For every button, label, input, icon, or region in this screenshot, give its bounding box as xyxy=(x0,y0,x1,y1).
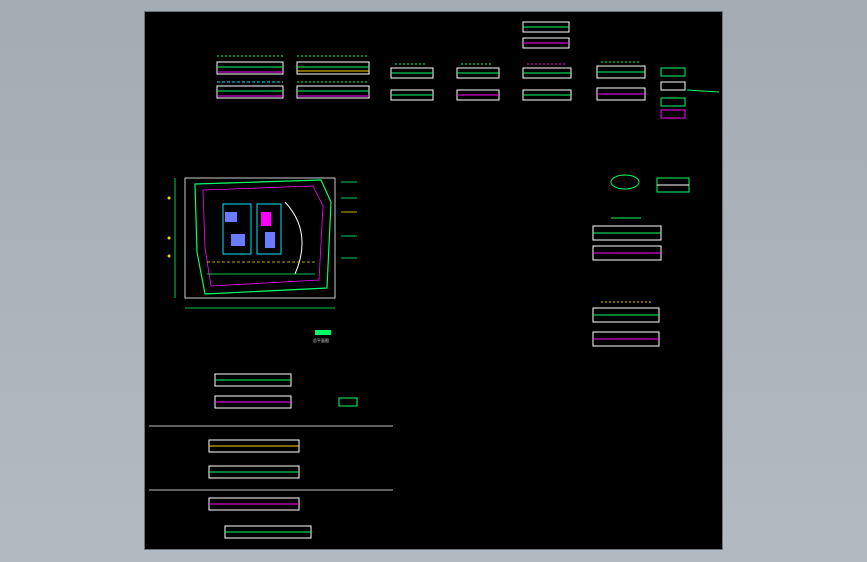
section-group-3[interactable] xyxy=(208,497,312,539)
site-plan-caption-text: 总平面图 xyxy=(313,337,329,343)
cad-drawing[interactable]: 总平面图 xyxy=(145,12,722,549)
right-detail-1[interactable] xyxy=(610,174,690,193)
top-detail-block[interactable] xyxy=(522,21,570,49)
elevation-group-3[interactable] xyxy=(390,63,434,101)
elevation-group-6[interactable] xyxy=(596,61,646,101)
elevation-group-1[interactable] xyxy=(216,55,284,99)
drawing-sheet[interactable]: 总平面图 xyxy=(145,12,722,549)
elevation-group-4[interactable] xyxy=(456,63,500,101)
right-section-1[interactable] xyxy=(592,217,662,261)
elevation-group-5[interactable] xyxy=(522,63,572,101)
section-group-2[interactable] xyxy=(208,439,300,479)
side-detail-block[interactable] xyxy=(660,67,720,119)
site-plan-caption: 总平面图 xyxy=(313,330,331,343)
section-group-1[interactable] xyxy=(214,373,358,409)
site-plan[interactable] xyxy=(167,177,358,309)
elevation-group-2[interactable] xyxy=(296,55,370,99)
right-section-2[interactable] xyxy=(592,301,660,347)
